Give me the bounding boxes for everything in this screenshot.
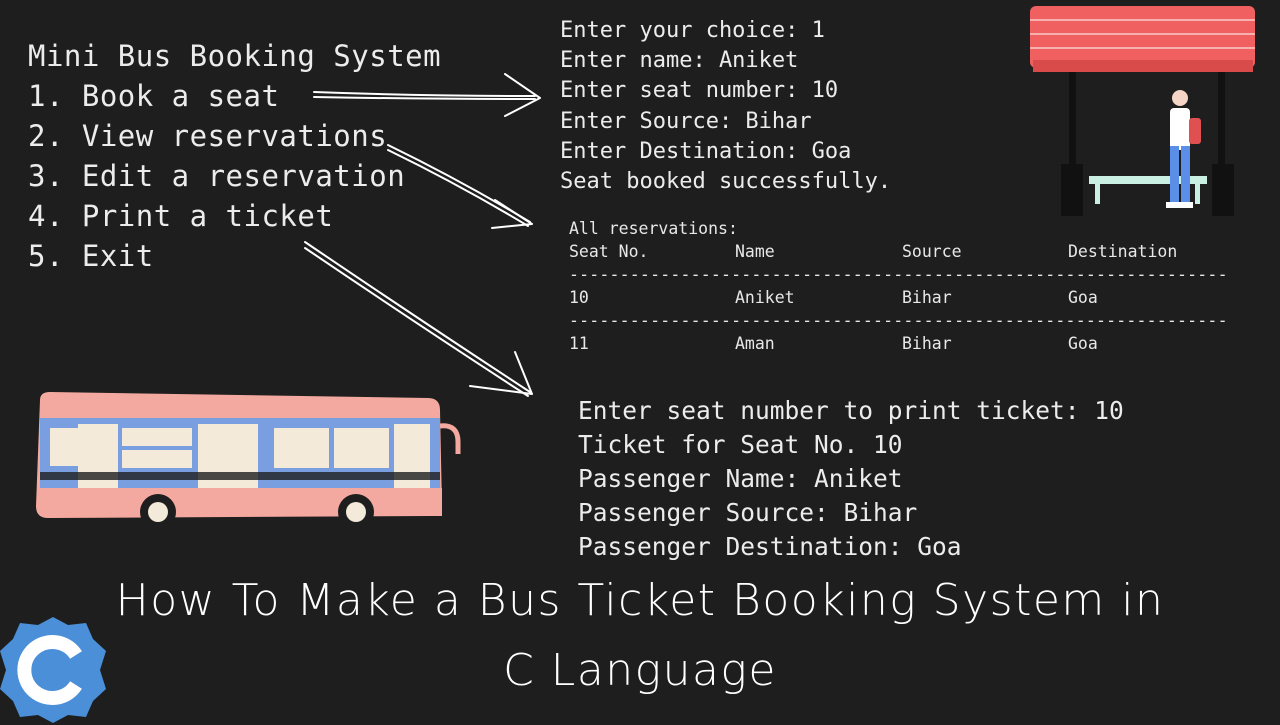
- header-source: Source: [902, 242, 962, 261]
- table-row: 11 Aman Bihar Goa: [569, 334, 1228, 357]
- console-line: Seat booked successfully.: [560, 169, 892, 195]
- page-subtitle: C Language: [503, 645, 777, 696]
- table-heading: All reservations:: [569, 219, 1228, 242]
- cell-name: Aniket: [735, 288, 795, 307]
- header-name: Name: [735, 242, 775, 261]
- main-menu: Mini Bus Booking System 1. Book a seat 2…: [28, 36, 441, 276]
- table-header-row: Seat No. Name Source Destination: [569, 242, 1228, 265]
- ticket-output: Enter seat number to print ticket: 10 Ti…: [578, 394, 1124, 564]
- cell-destination: Goa: [1068, 334, 1098, 353]
- reservations-heading: All reservations:: [569, 219, 738, 238]
- console-line: Enter your choice: 1: [560, 18, 825, 43]
- console-line: Ticket for Seat No. 10: [578, 430, 903, 459]
- console-line: Enter Destination: Goa: [560, 138, 852, 164]
- bus-stop-illustration: [1030, 6, 1255, 216]
- console-line: Passenger Source: Bihar: [578, 498, 918, 527]
- cell-seat: 10: [569, 288, 589, 307]
- cell-destination: Goa: [1068, 288, 1098, 307]
- menu-item-edit: 3. Edit a reservation: [28, 159, 406, 193]
- booking-output: Enter your choice: 1 Enter name: Aniket …: [560, 16, 891, 197]
- page-title: How To Make a Bus Ticket Booking System …: [115, 575, 1165, 626]
- header-destination: Destination: [1068, 242, 1178, 261]
- cell-source: Bihar: [902, 334, 952, 353]
- header-seat: Seat No.: [569, 242, 649, 261]
- c-language-logo: [0, 617, 106, 723]
- console-line: Enter seat number: 10: [560, 78, 839, 104]
- console-line: Passenger Destination: Goa: [578, 532, 962, 561]
- menu-item-book: 1. Book a seat: [28, 79, 280, 113]
- table-separator: ----------------------------------------…: [569, 265, 1228, 284]
- console-line: Passenger Name: Aniket: [578, 464, 903, 493]
- console-line: Enter seat number to print ticket: 10: [578, 396, 1124, 425]
- cell-source: Bihar: [902, 288, 952, 307]
- menu-item-exit: 5. Exit: [28, 239, 154, 273]
- table-separator: ----------------------------------------…: [569, 311, 1228, 330]
- table-row: 10 Aniket Bihar Goa: [569, 288, 1228, 311]
- console-line: Enter Source: Bihar: [560, 108, 812, 134]
- menu-title: Mini Bus Booking System: [28, 39, 442, 73]
- cell-seat: 11: [569, 334, 589, 353]
- reservations-table: All reservations: Seat No. Name Source D…: [569, 219, 1228, 357]
- console-line: Enter name: Aniket: [560, 48, 799, 74]
- menu-item-view: 2. View reservations: [28, 119, 388, 153]
- cell-name: Aman: [735, 334, 775, 353]
- menu-item-print: 4. Print a ticket: [28, 199, 334, 233]
- bus-illustration: [36, 392, 461, 530]
